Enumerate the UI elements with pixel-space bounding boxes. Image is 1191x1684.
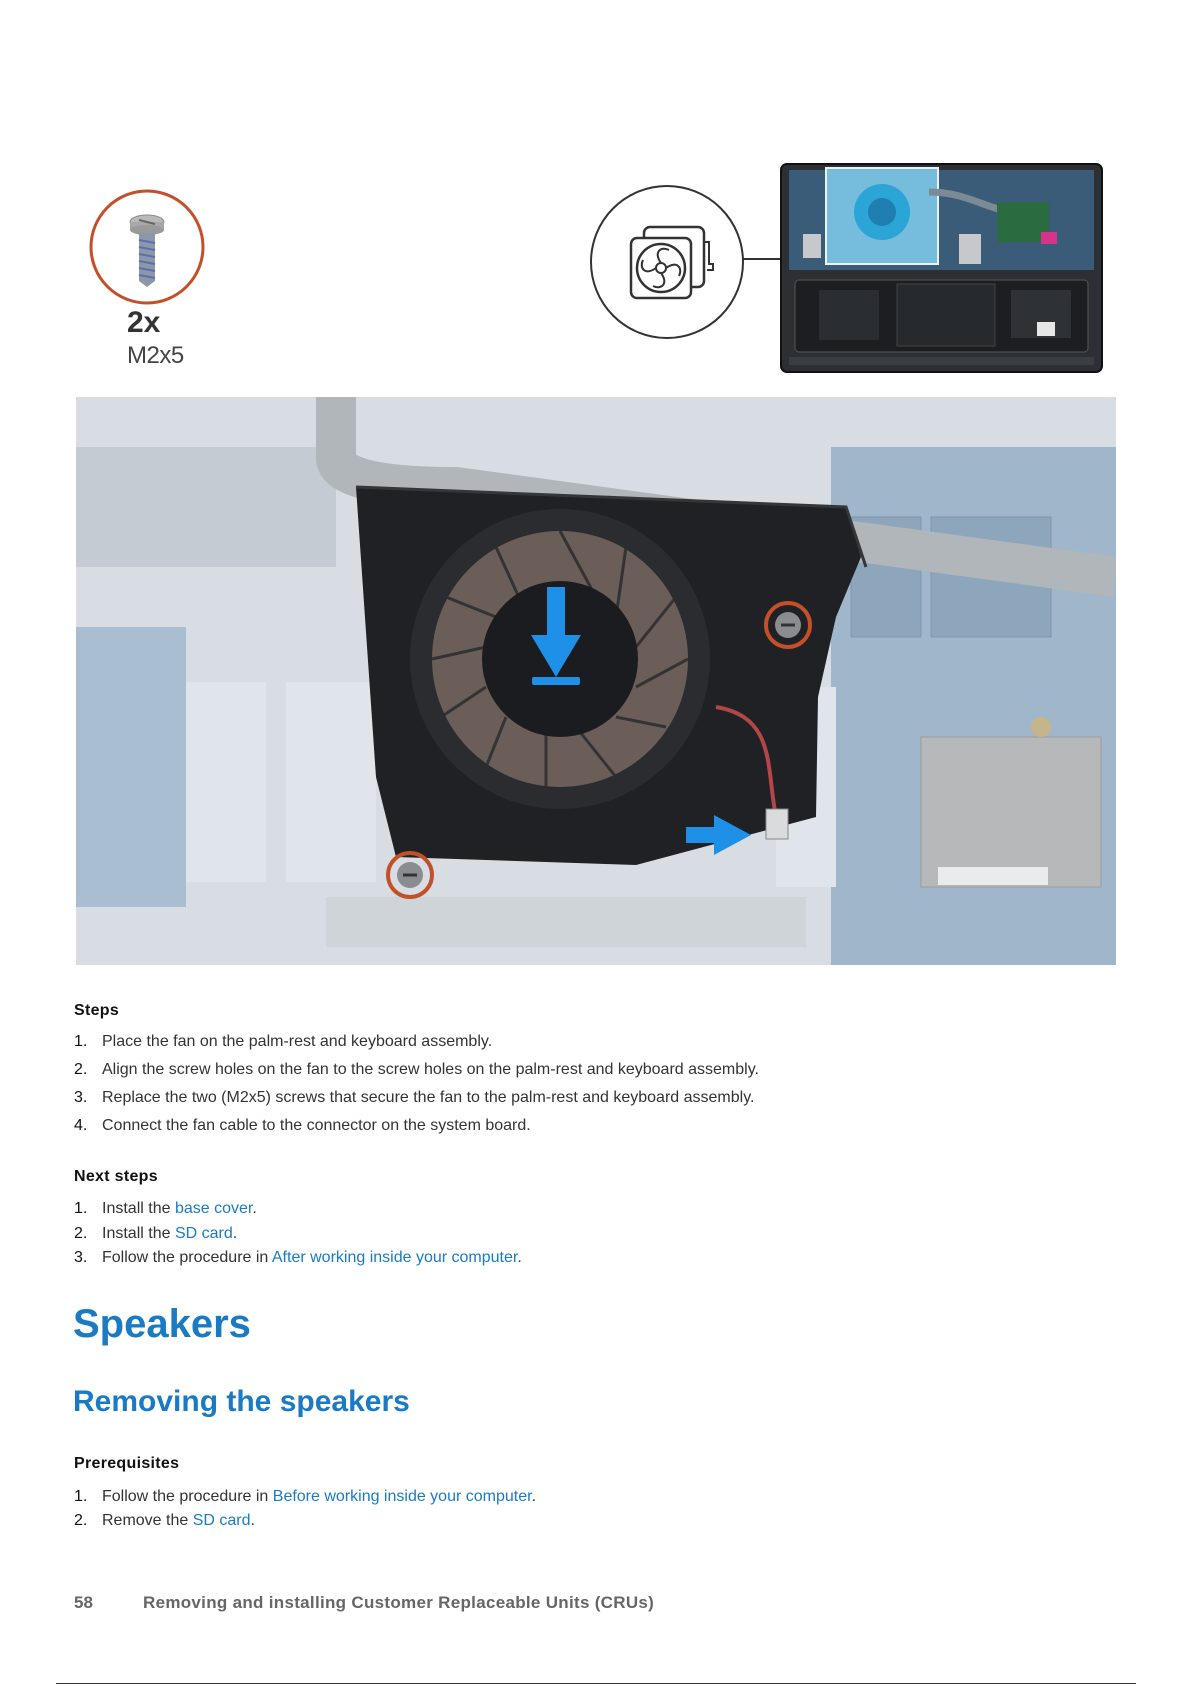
sd-card-link[interactable]: SD card	[192, 1512, 251, 1529]
screw-quantity: 2x	[127, 306, 161, 339]
list-number: 2.	[74, 1224, 88, 1242]
fan-callout	[589, 184, 745, 340]
list-number: 3.	[74, 1249, 88, 1266]
list-number: 3.	[74, 1089, 88, 1106]
list-item: 1. Place the fan on the palm-rest and key…	[74, 1032, 1074, 1060]
list-text: Remove the	[102, 1512, 193, 1529]
list-item: 4. Connect the fan cable to the connector…	[74, 1116, 1074, 1144]
list-number: 2.	[74, 1512, 88, 1529]
footer-chapter-title: Removing and installing Customer Replace…	[143, 1593, 655, 1612]
list-number: 1.	[74, 1488, 88, 1505]
after-working-link[interactable]: After working inside your computer	[271, 1249, 518, 1266]
fan-assembly-image	[76, 397, 1119, 965]
steps-list: 1. Place the fan on the palm-rest and key…	[74, 1032, 1074, 1144]
list-number: 1.	[74, 1200, 88, 1217]
list-text: Install the	[102, 1200, 175, 1217]
list-text: Connect the fan cable to the connector o…	[102, 1117, 531, 1134]
subsection-title: Removing the speakers	[73, 1385, 410, 1418]
list-text: .	[531, 1488, 537, 1505]
base-cover-link[interactable]: base cover	[174, 1200, 253, 1217]
list-number: 4.	[74, 1117, 88, 1134]
screw-icon	[89, 189, 205, 305]
next-steps-heading: Next steps	[74, 1168, 158, 1185]
list-text: .	[252, 1200, 257, 1217]
fan-icon	[590, 185, 744, 339]
list-text: Follow the procedure in	[102, 1488, 273, 1505]
list-text: Follow the procedure in	[102, 1249, 272, 1266]
list-number: 1.	[74, 1033, 88, 1050]
list-text: .	[250, 1512, 255, 1529]
list-text: .	[517, 1249, 522, 1266]
list-item: 3. Replace the two (M2x5) screws that sec…	[74, 1088, 1074, 1116]
list-item: 2. Align the screw holes on the fan to th…	[74, 1060, 1074, 1088]
laptop-overview-image	[779, 162, 1104, 374]
list-item: 2. Remove the SD card.	[74, 1511, 1074, 1535]
callout-connector-line	[743, 258, 783, 260]
list-number: 2.	[74, 1061, 88, 1078]
screw-size: M2x5	[127, 342, 184, 369]
list-text: Replace the two (M2x5) screws that secur…	[102, 1089, 755, 1106]
section-title: Speakers	[73, 1302, 251, 1346]
before-working-link[interactable]: Before working inside your computer	[272, 1488, 532, 1505]
list-item: 1. Install the base cover.	[74, 1199, 1074, 1224]
list-item: 3. Follow the procedure in After working …	[74, 1248, 1074, 1273]
screw-callout	[88, 188, 206, 306]
list-item: 2. Install the SD card.	[74, 1224, 1074, 1249]
sd-card-link[interactable]: SD card	[174, 1224, 233, 1242]
list-item: 1. Follow the procedure in Before working…	[74, 1487, 1074, 1511]
prerequisites-heading: Prerequisites	[74, 1455, 180, 1472]
next-steps-list: 1. Install the base cover. 2. Install the …	[74, 1199, 1074, 1273]
prerequisites-list: 1. Follow the procedure in Before working…	[74, 1487, 1074, 1535]
list-text: Place the fan on the palm-rest and keybo…	[102, 1033, 493, 1050]
list-text: .	[232, 1224, 238, 1242]
steps-heading: Steps	[74, 1002, 120, 1019]
page-number: 58	[74, 1593, 93, 1612]
list-text: Install the	[102, 1224, 175, 1242]
list-text: Align the screw holes on the fan to the …	[102, 1061, 759, 1078]
